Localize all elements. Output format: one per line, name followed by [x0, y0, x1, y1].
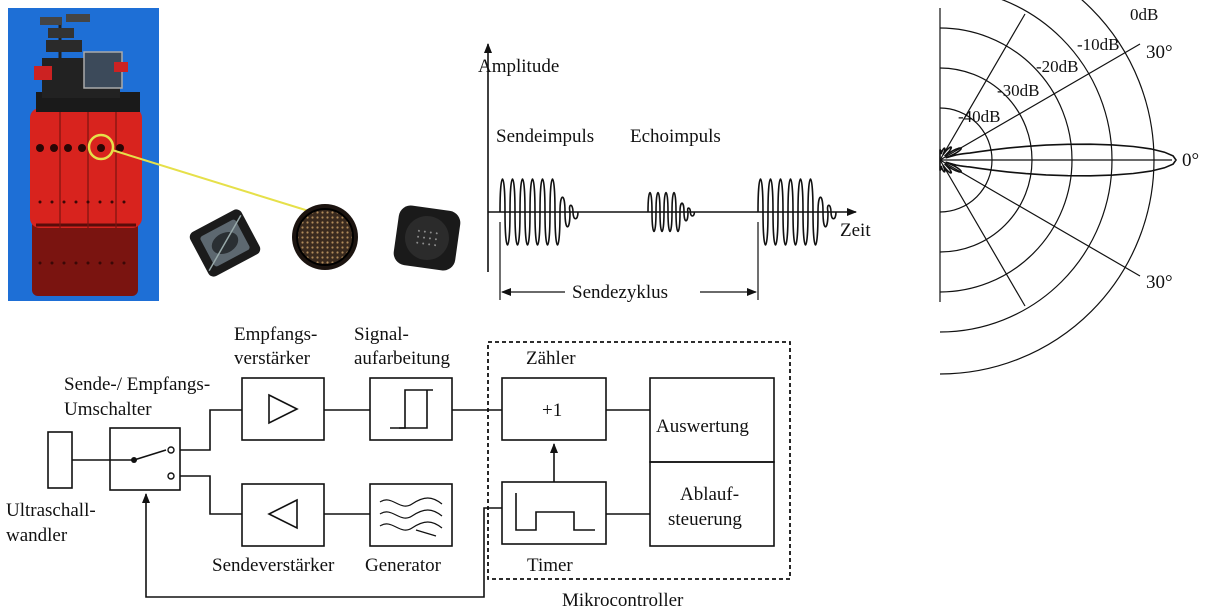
switch-label-2: Umschalter	[64, 399, 152, 420]
counter-block	[501, 377, 607, 441]
polar-plot: 0dB -10dB -20dB -30dB -40dB 30° 0° 30°	[939, 0, 1199, 375]
sonar-sensor-ring	[36, 144, 124, 152]
generator-wave-1	[379, 497, 443, 507]
transducer-square	[393, 205, 461, 271]
timer-to-switch-feedback	[142, 493, 502, 598]
rx-amp-label-2: verstärker	[234, 348, 311, 369]
switch-label-1: Sende-/ Empfangs-	[64, 374, 210, 395]
control-label-1: Ablauf-	[680, 484, 739, 505]
db-label-10: -10dB	[1077, 35, 1120, 54]
control-block	[649, 461, 775, 547]
db-label-40: -40dB	[958, 107, 1001, 126]
signal-label-1: Signal-	[354, 324, 409, 345]
send-pulse-wave	[499, 178, 579, 246]
signal-label-2: aufarbeitung	[354, 348, 451, 369]
robot-photo	[8, 8, 313, 301]
microcontroller-box	[487, 341, 791, 580]
generator-block	[369, 483, 453, 547]
robot-base	[32, 220, 138, 296]
tx-amp-label: Sendeverstärker	[212, 555, 335, 576]
schmitt-trigger-symbol	[390, 389, 433, 429]
polar-60deg-line-upper	[939, 13, 1026, 161]
send-pulse-label: Sendeimpuls	[496, 126, 594, 147]
switch-lever	[133, 449, 167, 461]
angle-label-lower: 30°	[1146, 272, 1173, 293]
transducer-open	[189, 209, 261, 277]
db-label-0: 0dB	[1130, 5, 1158, 24]
time-label: Zeit	[840, 220, 871, 241]
rx-amplifier-symbol	[268, 393, 299, 425]
signal-conditioning-block	[369, 377, 453, 441]
switch-block	[109, 427, 181, 491]
polar-30deg-line-upper	[939, 43, 1141, 161]
db-label-30: -30dB	[997, 81, 1040, 100]
counter-increment: +1	[542, 400, 562, 421]
counter-label: Zähler	[526, 348, 576, 369]
db-label-20: -20dB	[1036, 57, 1079, 76]
generator-label: Generator	[365, 555, 442, 576]
control-label-2: steuerung	[668, 509, 742, 530]
timer-pulse-symbol	[515, 493, 595, 531]
angle-label-upper: 30°	[1146, 42, 1173, 63]
highlight-circle	[87, 133, 115, 161]
transducer-block	[47, 431, 73, 489]
transducer-round	[292, 204, 358, 270]
polar-30deg-line-lower	[939, 159, 1141, 277]
echo-pulse-label: Echoimpuls	[630, 126, 721, 147]
tx-amplifier-block	[241, 483, 325, 547]
rx-amplifier-block	[241, 377, 325, 441]
timer-label: Timer	[527, 555, 573, 576]
transducer-label-2: wandler	[6, 525, 68, 546]
highlight-pointer-line	[111, 149, 313, 213]
signal-plot: Amplitude Zeit Sendeimpuls Echoimpuls Se…	[478, 43, 871, 303]
rx-amp-label-1: Empfangs-	[234, 324, 317, 345]
transducer-photos	[189, 204, 461, 277]
polar-60deg-line-lower	[939, 159, 1026, 307]
tx-amplifier-symbol	[267, 498, 298, 530]
microcontroller-label: Mikrocontroller	[562, 590, 684, 610]
robot-body	[30, 108, 142, 228]
next-send-pulse-wave	[757, 178, 837, 246]
cycle-label: Sendezyklus	[572, 282, 668, 303]
timer-block	[501, 481, 607, 545]
block-diagram: Ultraschall- wandler Sende-/ Empfangs- U…	[6, 324, 791, 610]
radiation-pattern	[939, 143, 1177, 177]
evaluation-label: Auswertung	[656, 416, 749, 437]
transducer-label-1: Ultraschall-	[6, 500, 96, 521]
echo-pulse-wave	[647, 191, 696, 233]
amplitude-label: Amplitude	[478, 56, 559, 77]
angle-label-zero: 0°	[1182, 150, 1199, 171]
